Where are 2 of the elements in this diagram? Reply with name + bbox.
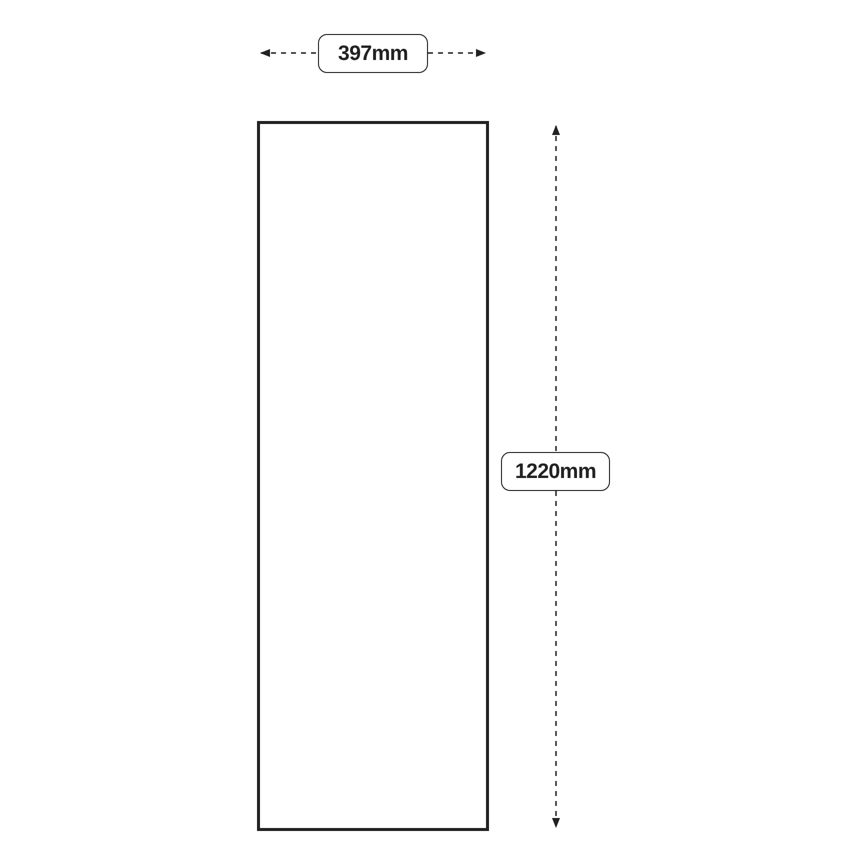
dimension-label: 1220mm bbox=[501, 452, 610, 491]
dimension-label: 397mm bbox=[318, 34, 428, 73]
